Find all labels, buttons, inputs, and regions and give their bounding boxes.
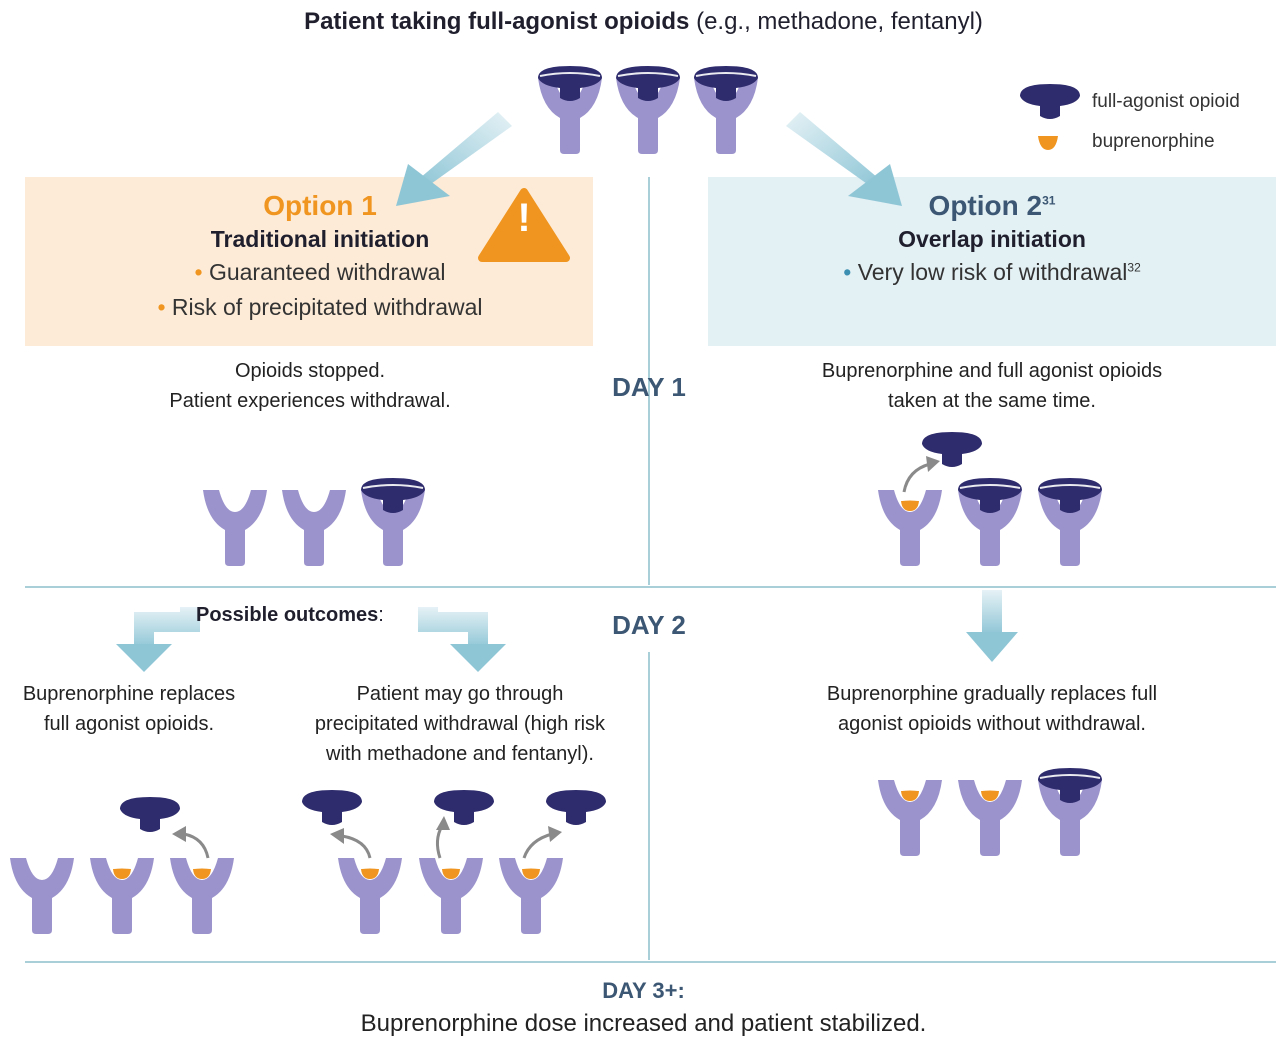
day3-label: DAY 3+:	[602, 978, 685, 1003]
outcomeA-receptor-2	[89, 857, 155, 935]
legend-bup-label: buprenorphine	[1092, 131, 1215, 152]
option2-subtitle: Overlap initiation	[898, 226, 1086, 252]
day2-right-receptor-3	[1037, 767, 1103, 857]
top-receptor-3	[693, 65, 759, 155]
possible-outcomes: Possible outcomes:	[196, 604, 384, 626]
option2-box	[708, 177, 1276, 346]
top-receptor-1	[537, 65, 603, 155]
outcomeB-receptor-1	[337, 857, 403, 935]
bent-arrow-right	[418, 607, 506, 672]
page-title: Patient taking full-agonist opioids (e.g…	[0, 8, 1287, 36]
day1-left-text: Opioids stopped. Patient experiences wit…	[169, 360, 451, 412]
day1-curved-arrow	[902, 462, 931, 493]
arrow-to-option1	[396, 112, 512, 206]
day1-right-receptor-2	[957, 477, 1023, 567]
outcomeB-receptor-2	[418, 857, 484, 935]
day2-right-receptor-2	[957, 779, 1023, 857]
day2-label: DAY 2	[612, 610, 686, 640]
option1-bullet-2: • Risk of precipitated withdrawal	[157, 294, 483, 320]
day3-text: Buprenorphine dose increased and patient…	[360, 1010, 927, 1037]
day1-left-receptor-3	[360, 477, 426, 567]
day1-label: DAY 1	[612, 372, 686, 402]
day1-right-receptor-bup	[877, 489, 943, 567]
legend-opioid-label: full-agonist opioid	[1092, 91, 1240, 112]
day2-right-receptor-1	[877, 779, 943, 857]
outcomeA-receptor-1	[10, 858, 74, 934]
option1-content: Option 1 Traditional initiation • Guaran…	[25, 190, 615, 321]
outcomeB-displaced-opioid-3	[546, 790, 606, 825]
day1-right-text: Buprenorphine and full agonist opioids t…	[821, 360, 1163, 412]
legend-bup-icon	[1038, 136, 1058, 150]
day1-left-receptor-1	[203, 490, 267, 566]
option2-title: Option 231	[928, 190, 1056, 221]
day1-right-receptor-3	[1037, 477, 1103, 567]
title-rest: (e.g., methadone, fentanyl)	[689, 8, 983, 35]
day2-right-text: Buprenorphine gradually replaces full ag…	[826, 683, 1158, 735]
title-bold: Patient taking full-agonist opioids	[304, 8, 690, 35]
arrow-to-option2	[786, 112, 902, 206]
option2-bullet: • Very low risk of withdrawal32	[843, 259, 1141, 285]
top-receptor-2	[615, 65, 681, 155]
bent-arrow-left	[116, 607, 200, 672]
outcomeB-displaced-opioid-1	[302, 790, 362, 825]
day1-left-receptor-2	[282, 490, 346, 566]
outcomeA-displaced-opioid	[120, 797, 180, 832]
legend-opioid-icon	[1020, 84, 1080, 119]
outcomeA-receptor-3	[169, 857, 235, 935]
outcomeB-text: Patient may go through precipitated with…	[314, 683, 606, 765]
down-arrow-right	[966, 590, 1018, 662]
outcomeA-text: Buprenorphine replaces full agonist opio…	[22, 683, 236, 735]
option1-bullet-1: • Guaranteed withdrawal	[194, 259, 446, 285]
outcomeB-receptor-3	[498, 857, 564, 935]
warning-icon	[478, 188, 570, 262]
option1-title: Option 1	[263, 190, 377, 221]
option2-content: Option 231 Overlap initiation • Very low…	[708, 190, 1276, 286]
option1-subtitle: Traditional initiation	[210, 226, 430, 252]
warning-mark: !	[517, 196, 531, 240]
